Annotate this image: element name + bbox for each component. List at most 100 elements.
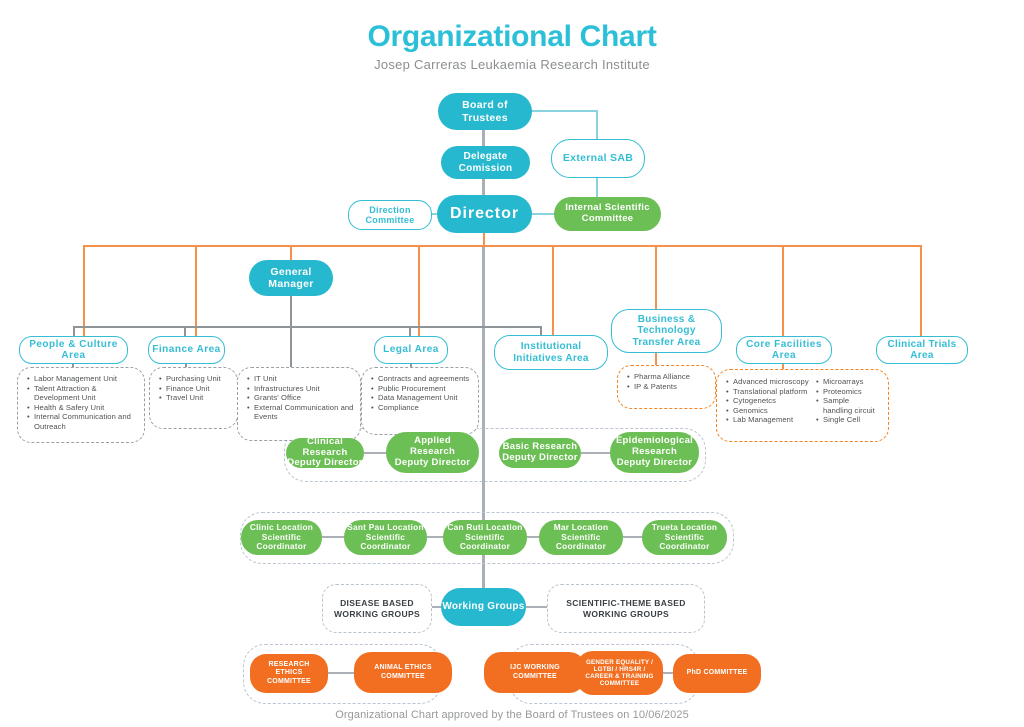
connector [527, 536, 540, 538]
connector [782, 245, 784, 337]
connector [184, 326, 186, 337]
list-item: Pharma Alliance [626, 372, 710, 382]
list-item: IP & Patents [626, 382, 710, 392]
connector [540, 326, 542, 336]
connector [526, 606, 548, 608]
list-item: Data Management Unit [370, 393, 473, 403]
list-item: Sample handling circuit [815, 396, 877, 415]
node-disease-based-working-groups: DISEASE BASED WORKING GROUPS [322, 584, 432, 633]
legal-units-list: Contracts and agreements Public Procurem… [361, 367, 479, 435]
list-item: IT Unit [246, 374, 355, 384]
connector [318, 672, 355, 674]
connector [73, 326, 542, 328]
area-people-culture: People & Culture Area [19, 336, 128, 364]
list-item: Translational platform [725, 387, 811, 397]
list-item: Talent Attraction & Development Unit [26, 384, 139, 403]
node-direction-committee: Direction Committee [348, 200, 432, 230]
connector [655, 350, 657, 366]
list-item: Public Procurement [370, 384, 473, 394]
list-item: Proteomics [815, 387, 877, 397]
general-manager-units-list: IT Unit Infrastructures Unit Grants' Off… [237, 367, 361, 441]
node-clinic-location-coordinator: Clinic Location Scientific Coordinator [241, 520, 322, 555]
connector [782, 361, 784, 370]
list-item: Single Cell [815, 415, 877, 425]
node-mar-location-coordinator: Mar Location Scientific Coordinator [539, 520, 623, 555]
node-phd-committee: PhD COMMITTEE [673, 654, 761, 693]
connector [427, 536, 444, 538]
area-business-technology-transfer: Business & Technology Transfer Area [611, 309, 722, 353]
area-finance: Finance Area [148, 336, 225, 364]
list-item: Labor Management Unit [26, 374, 139, 384]
list-item: Internal Communication and Outreach [26, 412, 139, 431]
list-item: Travel Unit [158, 393, 232, 403]
area-institutional-initiatives: Institutional Initiatives Area [494, 335, 608, 370]
coordinators-group-frame [240, 512, 734, 564]
connector [482, 130, 485, 146]
business-tech-units-list: Pharma Alliance IP & Patents [617, 365, 716, 409]
node-gender-equality-committee: GENDER EQUALITY / LGTBI / HRS4R / CAREER… [576, 651, 663, 695]
node-trueta-location-coordinator: Trueta Location Scientific Coordinator [642, 520, 727, 555]
connector [73, 326, 75, 337]
connector [920, 245, 922, 337]
node-epidemiological-research-deputy-director: Epidemiological Research Deputy Director [610, 432, 699, 473]
node-animal-ethics-committee: ANIMAL ETHICS COMMITTEE [354, 652, 452, 693]
list-item: Microarrays [815, 377, 877, 387]
connector [581, 452, 611, 454]
area-legal: Legal Area [374, 336, 448, 364]
area-clinical-trials: Clinical Trials Area [876, 336, 968, 364]
node-ijc-working-committee: IJC WORKING COMMITTEE [484, 652, 586, 693]
node-director: Director [437, 195, 532, 233]
node-board-of-trustees: Board of Trustees [438, 93, 532, 130]
connector [482, 179, 485, 195]
connector [482, 246, 485, 588]
list-item: Contracts and agreements [370, 374, 473, 384]
connector [483, 233, 485, 246]
node-general-manager: General Manager [249, 260, 333, 296]
node-scientific-theme-working-groups: SCIENTIFIC-THEME BASED WORKING GROUPS [547, 584, 705, 633]
list-item: Genomics [725, 406, 811, 416]
approval-footer: Organizational Chart approved by the Boa… [335, 709, 689, 721]
finance-units-list: Purchasing Unit Finance Unit Travel Unit [149, 367, 238, 429]
node-can-ruti-location-coordinator: Can Ruti Location Scientific Coordinator [443, 520, 527, 555]
list-item: Health & Safery Unit [26, 403, 139, 413]
core-facilities-units-list: Advanced microscopy Translational platfo… [716, 369, 889, 442]
connector [185, 360, 187, 368]
page-subtitle: Josep Carreras Leukaemia Research Instit… [374, 57, 650, 72]
connector [290, 245, 292, 262]
node-research-ethics-committee: RESEARCH ETHICS COMMITTEE [250, 654, 328, 693]
list-item: Infrastructures Unit [246, 384, 355, 394]
connector [623, 536, 643, 538]
list-item: External Communication and Events [246, 403, 355, 422]
connector [410, 360, 412, 368]
list-item: Compliance [370, 403, 473, 413]
node-delegate-comission: Delegate Comission [441, 146, 530, 179]
connector [655, 672, 674, 674]
node-basic-research-deputy-director: Basic Research Deputy Director [499, 438, 581, 468]
connector [655, 245, 657, 311]
connector [83, 245, 922, 247]
connector [418, 245, 420, 337]
node-internal-scientific-committee: Internal Scientific Committee [554, 197, 661, 231]
connector [195, 245, 197, 337]
connector [552, 245, 554, 336]
connector [83, 245, 85, 337]
page-title: Organizational Chart [367, 20, 657, 53]
list-item: Finance Unit [158, 384, 232, 394]
node-applied-research-deputy-director: Applied Research Deputy Director [386, 432, 479, 473]
node-working-groups: Working Groups [441, 588, 526, 626]
list-item: Lab Management [725, 415, 811, 425]
connector [322, 536, 345, 538]
list-item: Advanced microscopy [725, 377, 811, 387]
list-item: Cytogenetcs [725, 396, 811, 406]
node-clinical-research-deputy-director: Clinical Research Deputy Director [286, 435, 364, 469]
deputy-directors-group-frame [284, 428, 706, 482]
connector [72, 360, 74, 368]
people-culture-units-list: Labor Management Unit Talent Attraction … [17, 367, 145, 443]
connector [364, 452, 387, 454]
connector [532, 213, 555, 215]
list-item: Grants' Office [246, 393, 355, 403]
node-external-sab: External SAB [551, 139, 645, 178]
connector [596, 110, 598, 140]
connector [596, 176, 598, 198]
